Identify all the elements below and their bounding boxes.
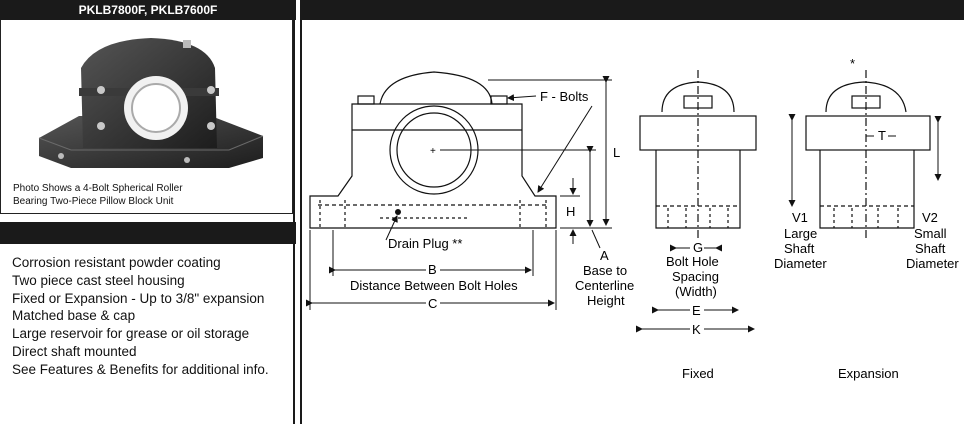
feature-item: Fixed or Expansion - Up to 3/8" expansio…: [12, 290, 265, 306]
product-photo-box: Photo Shows a 4-Bolt Spherical Roller Be…: [0, 20, 293, 214]
feature-item: Direct shaft mounted: [12, 343, 137, 359]
label-width: (Width): [675, 284, 717, 299]
label-distance-between: Distance Between Bolt Holes: [350, 278, 518, 293]
label-small: Small: [914, 226, 947, 241]
label-shaft-1: Shaft: [784, 241, 815, 256]
dimension-drawing: + F - Bolts L H A Base to Centerline Hei…: [306, 56, 959, 381]
dimension-diagram-panel: + F - Bolts L H A Base to Centerline Hei…: [300, 0, 964, 424]
label-c: C: [428, 296, 437, 311]
label-height: Height: [587, 293, 625, 308]
expansion-view-outline: [819, 150, 915, 229]
left-panel: PKLB7800F, PKLB7600F Photo Shows a 4-Bol…: [0, 0, 300, 424]
features-header-bar: [0, 222, 296, 244]
feature-item: Large reservoir for grease or oil storag…: [12, 326, 250, 342]
feature-item: See Features & Benefits for additional i…: [12, 361, 269, 377]
label-a: A: [600, 248, 609, 263]
label-centerline: Centerline: [575, 278, 634, 293]
label-shaft-2: Shaft: [915, 241, 946, 256]
label-v1: V1: [792, 210, 808, 225]
label-g: G: [693, 240, 703, 255]
label-l: L: [613, 145, 620, 160]
label-k: K: [692, 322, 701, 337]
caption-line-1: Photo Shows a 4-Bolt Spherical Roller: [13, 183, 183, 194]
feature-list: Corrosion resistant powder coating Two p…: [12, 254, 269, 379]
label-bolt-hole: Bolt Hole: [666, 254, 719, 269]
label-diameter-2: Diameter: [906, 256, 959, 271]
pillow-block-photo: [38, 38, 264, 168]
label-large: Large: [784, 226, 817, 241]
label-spacing: Spacing: [672, 269, 719, 284]
label-star: *: [850, 56, 855, 71]
feature-item: Two piece cast steel housing: [12, 272, 185, 288]
label-v2: V2: [922, 210, 938, 225]
bolt-right: [490, 95, 508, 105]
label-b: B: [428, 262, 437, 277]
bolt-left: [357, 95, 375, 105]
feature-item: Corrosion resistant powder coating: [12, 255, 221, 270]
feature-item: Matched base & cap: [12, 308, 136, 324]
label-f-bolts: F - Bolts: [540, 89, 589, 104]
photo-caption: Photo Shows a 4-Bolt Spherical Roller Be…: [13, 182, 183, 208]
front-view-outline: [309, 103, 557, 229]
label-e: E: [692, 303, 701, 318]
fixed-view-outline: [655, 150, 741, 229]
label-base-to: Base to: [583, 263, 627, 278]
caption-line-2: Bearing Two-Piece Pillow Block Unit: [13, 196, 174, 207]
label-t: T: [878, 128, 886, 143]
centerline-mark: +: [430, 146, 436, 157]
label-expansion: Expansion: [838, 366, 899, 381]
label-drain-plug: Drain Plug **: [388, 236, 462, 251]
diagram-left-border: [300, 20, 302, 424]
label-fixed: Fixed: [682, 366, 714, 381]
product-title: PKLB7800F, PKLB7600F: [0, 0, 296, 20]
front-view-cap: [379, 71, 493, 105]
label-h: H: [566, 204, 575, 219]
diagram-header-bar: [300, 0, 964, 20]
divider-line: [293, 0, 295, 424]
label-diameter-1: Diameter: [774, 256, 827, 271]
